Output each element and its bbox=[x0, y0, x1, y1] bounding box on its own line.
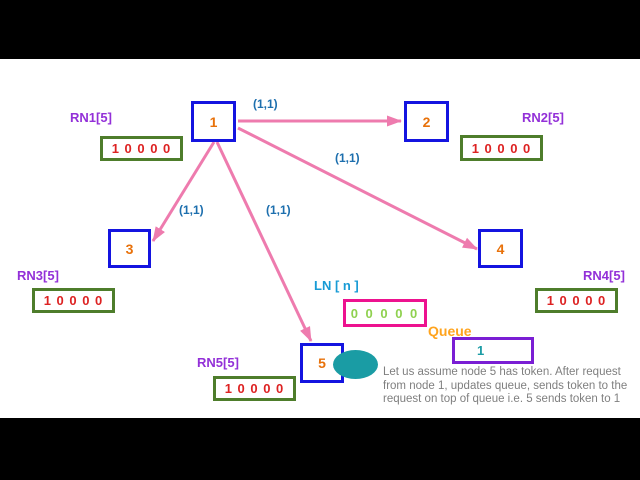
queue-box: 1 bbox=[452, 337, 534, 364]
rn3-label: RN3[5] bbox=[17, 268, 59, 283]
rn2-label: RN2[5] bbox=[522, 110, 564, 125]
edge-label-1-4: (1,1) bbox=[335, 151, 360, 165]
node-1: 1 bbox=[191, 101, 236, 142]
edge-label-1-5: (1,1) bbox=[266, 203, 291, 217]
node-3: 3 bbox=[108, 229, 151, 268]
rn1-array-box: 1 0 0 0 0 bbox=[100, 136, 183, 161]
rn1-label: RN1[5] bbox=[70, 110, 112, 125]
token-ellipse bbox=[333, 350, 378, 379]
node-2: 2 bbox=[404, 101, 449, 142]
rn2-array-box: 1 0 0 0 0 bbox=[460, 135, 543, 161]
queue-label: Queue bbox=[428, 323, 472, 339]
edge-label-1-3: (1,1) bbox=[179, 203, 204, 217]
rn5-label: RN5[5] bbox=[197, 355, 239, 370]
edge-label-1-2: (1,1) bbox=[253, 97, 278, 111]
rn4-array-box: 1 0 0 0 0 bbox=[535, 288, 618, 313]
rn3-array-box: 1 0 0 0 0 bbox=[32, 288, 115, 313]
rn4-label: RN4[5] bbox=[583, 268, 625, 283]
node-4: 4 bbox=[478, 229, 523, 268]
rn5-array-box: 1 0 0 0 0 bbox=[213, 376, 296, 401]
caption-text: Let us assume node 5 has token. After re… bbox=[383, 366, 628, 405]
ln-array-box: 0 0 0 0 0 bbox=[343, 299, 427, 327]
ln-label: LN [ n ] bbox=[314, 278, 359, 293]
